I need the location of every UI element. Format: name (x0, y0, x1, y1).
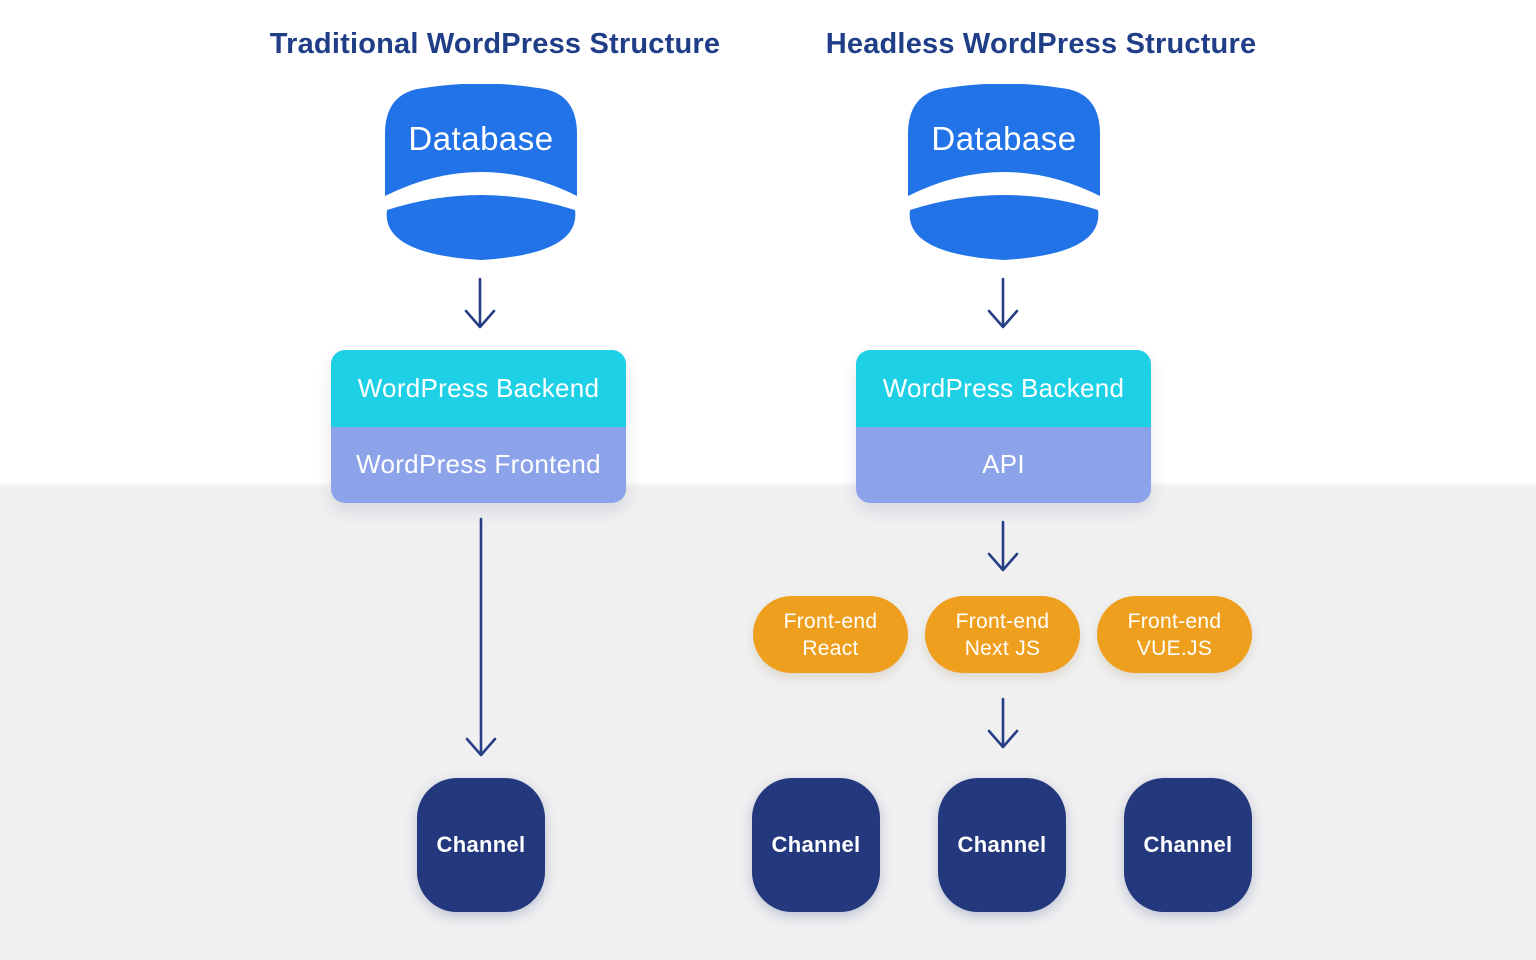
down-arrow-icon (987, 697, 1019, 749)
down-arrow-icon (987, 277, 1019, 329)
wordpress-backend-block: WordPress Backend (331, 350, 626, 427)
down-arrow-icon (465, 517, 497, 757)
pill-label-line1: Front-end (955, 609, 1050, 633)
database-cylinder-icon (385, 84, 577, 260)
pill-label-line1: Front-end (1127, 609, 1222, 633)
left-column-title: Traditional WordPress Structure (269, 28, 721, 60)
frontend-vuejs-pill: Front-end VUE.JS (1097, 596, 1252, 673)
pill-label-line1: Front-end (783, 609, 878, 633)
down-arrow-icon (464, 277, 496, 329)
background-top (0, 0, 1536, 483)
down-arrow-icon (987, 520, 1019, 572)
right-channel-node-1: Channel (752, 778, 880, 912)
right-database-node: Database (907, 84, 1101, 261)
right-channel-node-3: Channel (1124, 778, 1252, 912)
wordpress-frontend-block: WordPress Frontend (331, 426, 626, 503)
pill-label-line2: React (802, 636, 859, 660)
pill-label-line2: VUE.JS (1136, 636, 1213, 660)
database-label: Database (931, 120, 1077, 157)
left-wordpress-stack: WordPress Backend WordPress Frontend (331, 350, 626, 503)
left-database-node: Database (384, 84, 578, 261)
pill-label-line2: Next JS (964, 636, 1041, 660)
right-column-title: Headless WordPress Structure (825, 28, 1257, 60)
right-channel-node-2: Channel (938, 778, 1066, 912)
database-label: Database (408, 120, 554, 157)
left-channel-node: Channel (417, 778, 545, 912)
frontend-nextjs-pill: Front-end Next JS (925, 596, 1080, 673)
frontend-react-pill: Front-end React (753, 596, 908, 673)
api-block: API (856, 426, 1151, 503)
right-wordpress-stack: WordPress Backend API (856, 350, 1151, 503)
wordpress-backend-block: WordPress Backend (856, 350, 1151, 427)
database-cylinder-icon (908, 84, 1100, 260)
